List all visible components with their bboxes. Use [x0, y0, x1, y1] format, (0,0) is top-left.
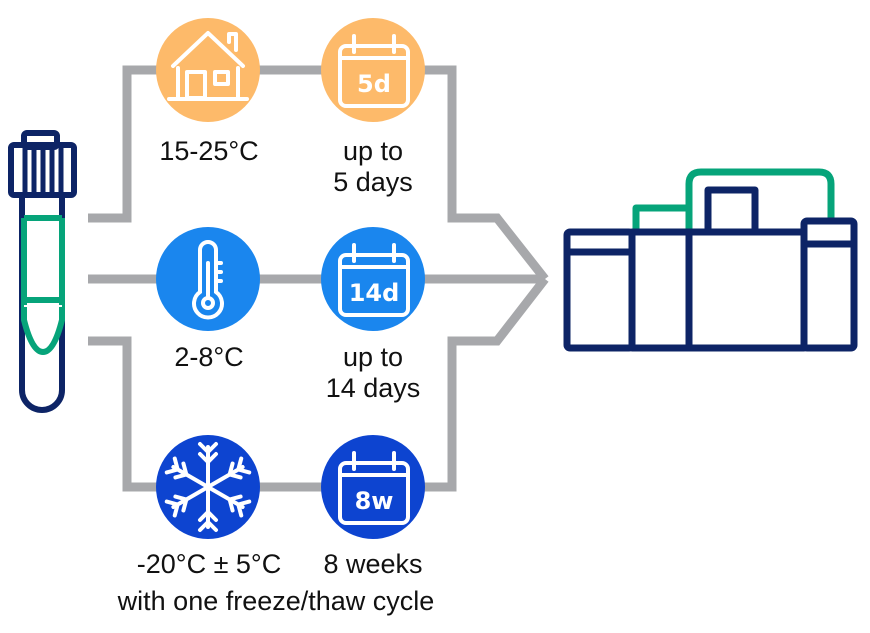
calendar-badge-14d: 14d	[349, 279, 400, 307]
connector-right-top	[420, 65, 549, 282]
connector-left-bottom	[88, 336, 160, 492]
laboratory-analyzer-icon	[563, 168, 858, 352]
connector-right-bottom	[420, 276, 549, 492]
connector-left-top	[88, 65, 160, 223]
duration-circle-14d: 14d	[321, 227, 425, 331]
temperature-label-frozen: -20°C ± 5°C	[137, 549, 281, 579]
house-icon	[167, 31, 249, 101]
duration-label-fridge-line2: 14 days	[326, 373, 421, 403]
blood-collection-tube-icon	[8, 130, 77, 413]
duration-circle-5d: 5d	[321, 18, 425, 122]
duration-circle-8w: 8w	[321, 435, 425, 539]
duration-label-frozen: 8 weeks	[323, 549, 422, 579]
duration-label-fridge-line1: up to	[343, 342, 403, 372]
thermometer-icon	[192, 240, 224, 320]
connector-lines	[88, 65, 549, 492]
room-temperature-circle	[156, 18, 260, 122]
temperature-label-room: 15-25°C	[159, 136, 258, 166]
temperature-label-fridge: 2-8°C	[174, 342, 243, 372]
refrigerated-circle	[156, 227, 260, 331]
calendar-badge-5d: 5d	[357, 70, 391, 98]
calendar-icon	[338, 243, 410, 317]
freeze-thaw-note: with one freeze/thaw cycle	[117, 586, 435, 616]
duration-label-room-line1: up to	[343, 136, 403, 166]
calendar-icon	[338, 34, 410, 108]
snowflake-icon	[164, 442, 252, 532]
frozen-circle	[156, 435, 260, 539]
calendar-badge-8w: 8w	[355, 487, 394, 515]
calendar-icon	[338, 451, 410, 525]
duration-label-room-line2: 5 days	[333, 167, 413, 197]
